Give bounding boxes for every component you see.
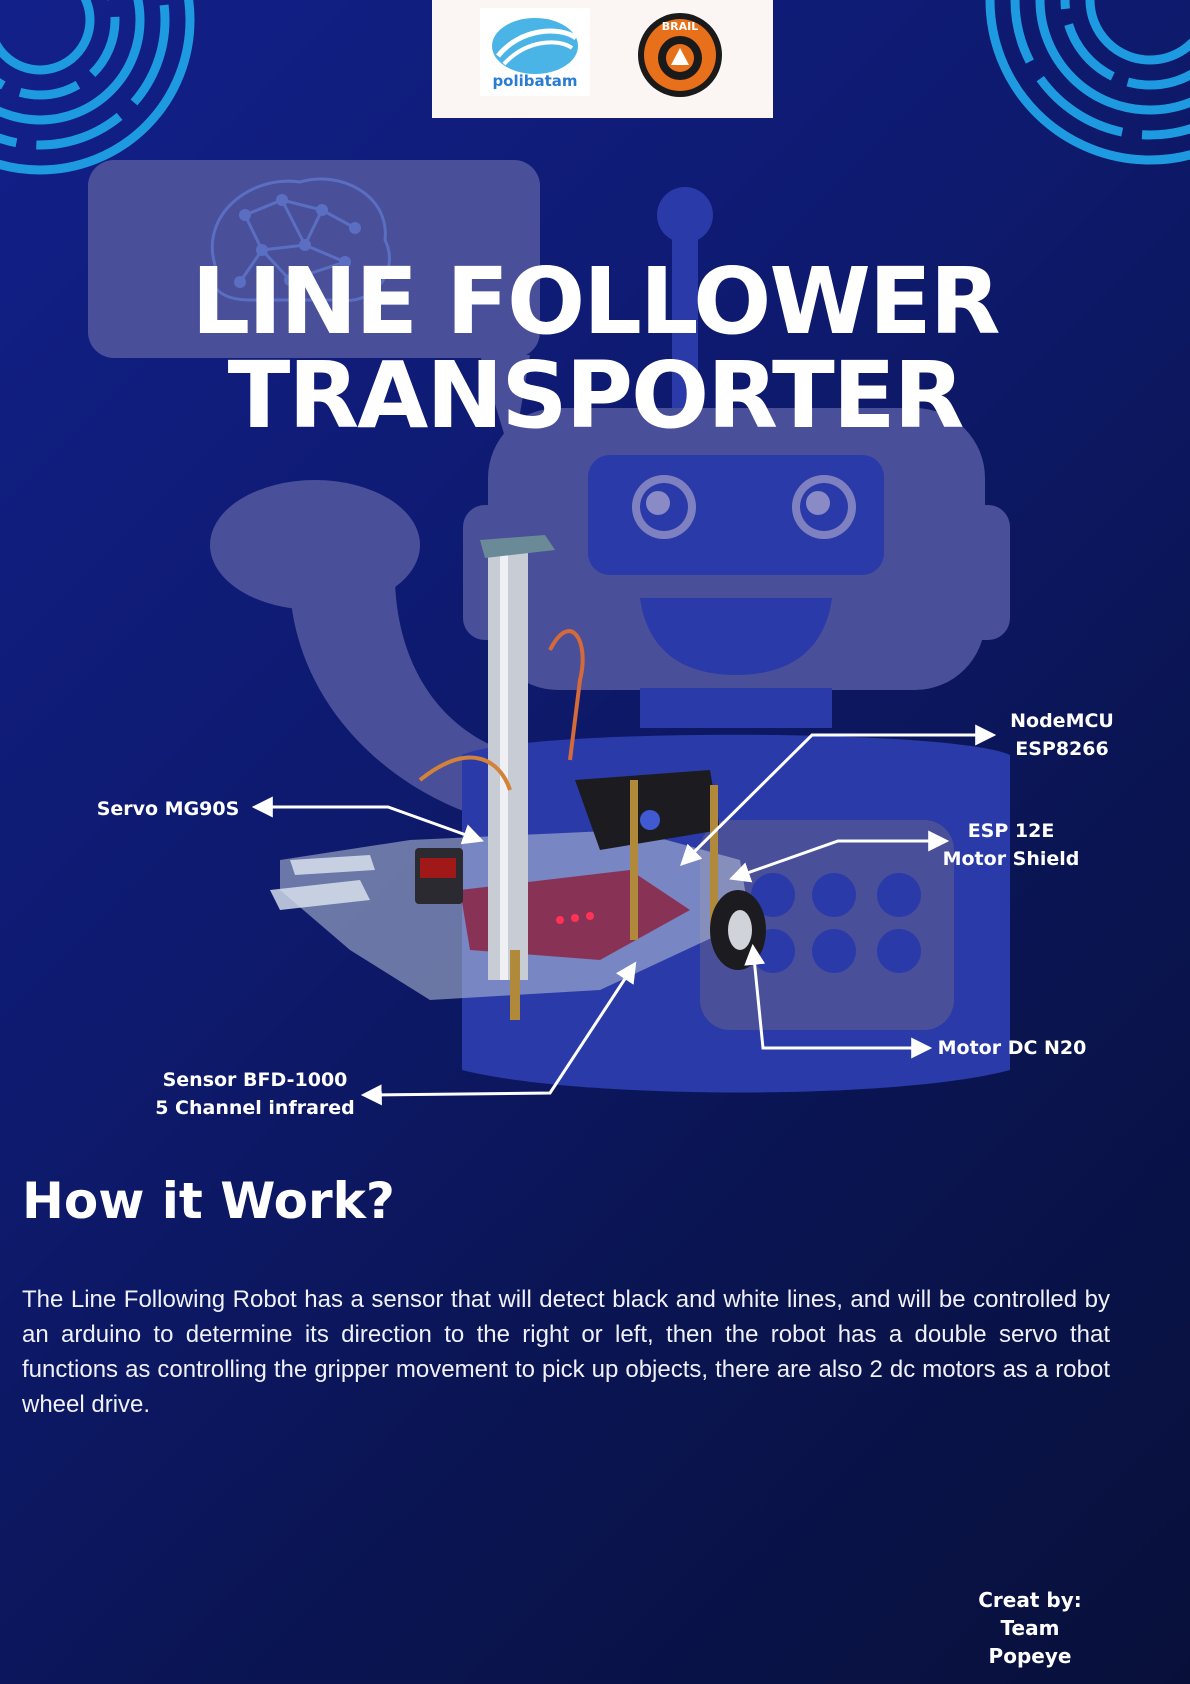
- logo-strip: polibatam BRAIL: [432, 0, 773, 118]
- credit-line-2: Team Popeye: [988, 1616, 1072, 1668]
- label-nodemcu: NodeMCU ESP8266: [1000, 707, 1124, 763]
- arrow-sensor: [360, 961, 637, 1106]
- label-nodemcu-line1: NodeMCU: [1010, 710, 1114, 732]
- label-nodemcu-line2: ESP8266: [1015, 738, 1109, 760]
- title-line-1: LINE FOLLOWER: [191, 248, 1000, 355]
- polibatam-emblem-icon: [492, 18, 578, 74]
- polibatam-wordmark: polibatam: [492, 72, 578, 90]
- credit: Creat by: Team Popeye: [960, 1586, 1100, 1670]
- polibatam-logo: polibatam: [480, 8, 590, 96]
- brain-icon: [210, 177, 391, 302]
- label-motor: Motor DC N20: [937, 1037, 1087, 1059]
- label-esp-shield: ESP 12E Motor Shield: [940, 817, 1082, 873]
- label-esp-shield-line2: Motor Shield: [942, 848, 1080, 870]
- arrow-nodemcu: [680, 724, 997, 866]
- section-heading: How it Work?: [22, 1172, 395, 1230]
- brail-emblem-icon: [638, 13, 722, 97]
- brail-wordmark: BRAIL: [661, 20, 699, 33]
- title-line-2: TRANSPORTER: [227, 342, 965, 449]
- brail-logo: BRAIL: [637, 12, 723, 98]
- label-servo: Servo MG90S: [96, 798, 240, 820]
- label-sensor: Sensor BFD-1000 5 Channel infrared: [155, 1066, 355, 1122]
- arrow-motor: [744, 943, 933, 1059]
- section-description: The Line Following Robot has a sensor th…: [22, 1286, 1110, 1418]
- label-esp-shield-line1: ESP 12E: [967, 820, 1055, 842]
- speech-bubble: [88, 160, 540, 460]
- label-sensor-line2: 5 Channel infrared: [155, 1097, 355, 1119]
- arrow-servo: [251, 796, 484, 845]
- arrow-esp-shield: [729, 830, 950, 883]
- label-sensor-line1: Sensor BFD-1000: [162, 1069, 348, 1091]
- corner-arc-top-left: [0, 0, 195, 175]
- corner-arc-top-right: [985, 0, 1190, 165]
- credit-line-1: Creat by:: [978, 1588, 1082, 1612]
